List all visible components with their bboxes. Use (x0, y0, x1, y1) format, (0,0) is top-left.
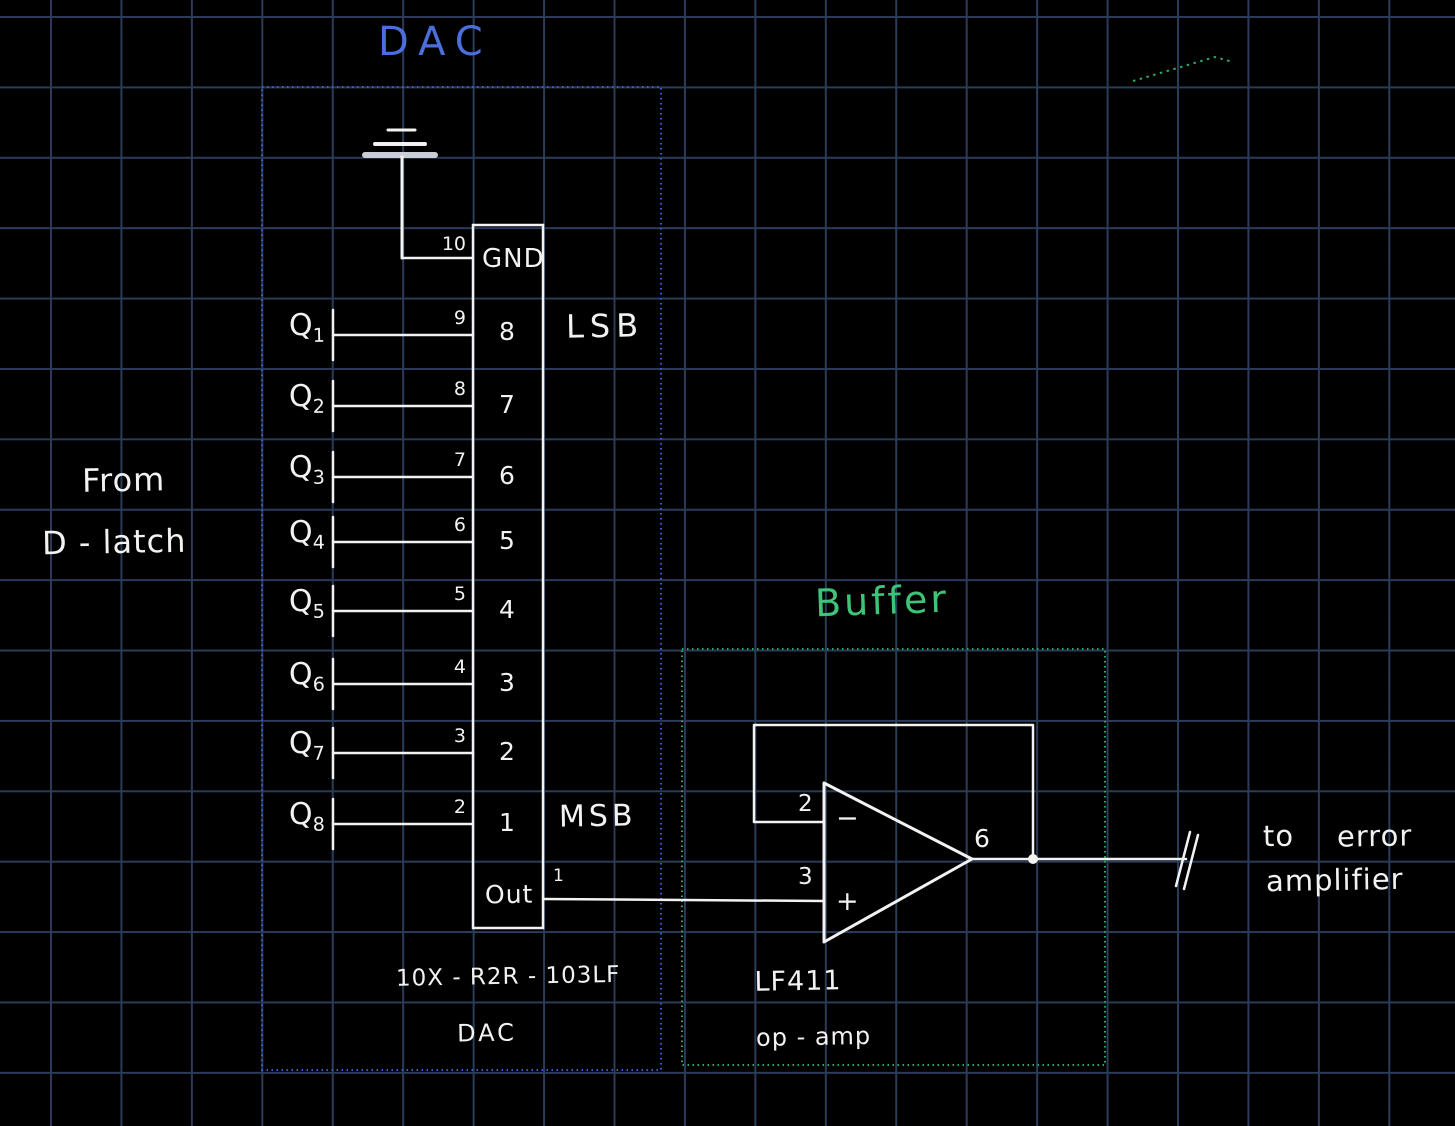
dac-section-title: DAC (378, 19, 493, 65)
pin-number-q5: 5 (453, 583, 466, 605)
opamp-triangle (822, 781, 974, 944)
out-pin-label: Out (484, 879, 534, 910)
dac-chip-body (471, 223, 545, 930)
bit-number-q8: 1 (499, 808, 515, 837)
pin-number-q1: 9 (453, 307, 466, 329)
input-label-q6: Q6 (288, 656, 326, 696)
wire-q8 (331, 797, 475, 851)
wire-q2 (331, 379, 475, 433)
ground-icon (362, 128, 474, 260)
opamp-output-pin-number: 6 (974, 824, 990, 853)
dest-annotation-word2: error (1336, 818, 1413, 854)
source-annotation-line1: From (81, 460, 166, 500)
dest-annotation-word1: to (1262, 818, 1295, 854)
pin-number-q7: 3 (453, 725, 466, 747)
pin-number-q4: 6 (453, 514, 466, 536)
opamp-plus-sign: + (836, 886, 859, 917)
pin-number-q3: 7 (453, 449, 466, 471)
bit-number-q7: 2 (499, 737, 515, 766)
opamp-part-number: LF411 (754, 965, 842, 998)
opamp-noninverting-pin-number: 3 (798, 864, 813, 890)
dac-part-number: 10X - R2R - 103LF (395, 961, 621, 992)
buffer-region-box (681, 648, 1106, 1066)
source-annotation-line2: D - latch (41, 521, 187, 563)
bit-number-q2: 7 (499, 390, 515, 419)
dest-annotation-line2: amplifier (1265, 861, 1404, 899)
lsb-label: LSB (565, 306, 645, 346)
wire-break-icon (1174, 830, 1200, 891)
gnd-pin-label: GND (482, 244, 545, 274)
wire-q1 (331, 308, 475, 362)
wire-q5 (331, 584, 475, 638)
pin-number-q8: 2 (453, 796, 466, 818)
input-label-q5: Q5 (288, 583, 326, 623)
opamp-inverting-pin-number: 2 (798, 791, 813, 817)
bit-number-q5: 4 (499, 595, 515, 624)
dac-part-name: DAC (456, 1018, 518, 1048)
wire-q4 (331, 515, 475, 569)
gnd-pin-number: 10 (441, 233, 466, 255)
input-label-q3: Q3 (288, 449, 326, 489)
wire-feedback-loop (752, 723, 1035, 859)
bit-number-q4: 5 (499, 526, 515, 555)
bit-number-q6: 3 (499, 668, 515, 697)
opamp-minus-sign: − (836, 803, 859, 834)
input-label-q4: Q4 (288, 514, 326, 554)
bit-number-q1: 8 (499, 317, 515, 346)
pin-number-q6: 4 (453, 656, 466, 678)
wire-q7 (331, 726, 475, 780)
msb-label: MSB (558, 798, 637, 835)
buffer-section-title: Buffer (814, 576, 950, 626)
wire-q6 (331, 657, 475, 711)
input-label-q1: Q1 (288, 307, 326, 347)
wire-dac-out (541, 897, 826, 903)
wire-q3 (331, 450, 475, 504)
stray-pen-mark (1132, 55, 1234, 82)
input-label-q2: Q2 (288, 378, 326, 418)
pin-number-q2: 8 (453, 378, 466, 400)
input-label-q8: Q8 (288, 796, 326, 836)
input-label-q7: Q7 (288, 725, 326, 765)
dac-region-box (261, 86, 662, 1071)
bit-number-q3: 6 (499, 461, 515, 490)
opamp-part-name: op - amp (755, 1021, 872, 1052)
out-pin-number: 1 (553, 866, 564, 886)
